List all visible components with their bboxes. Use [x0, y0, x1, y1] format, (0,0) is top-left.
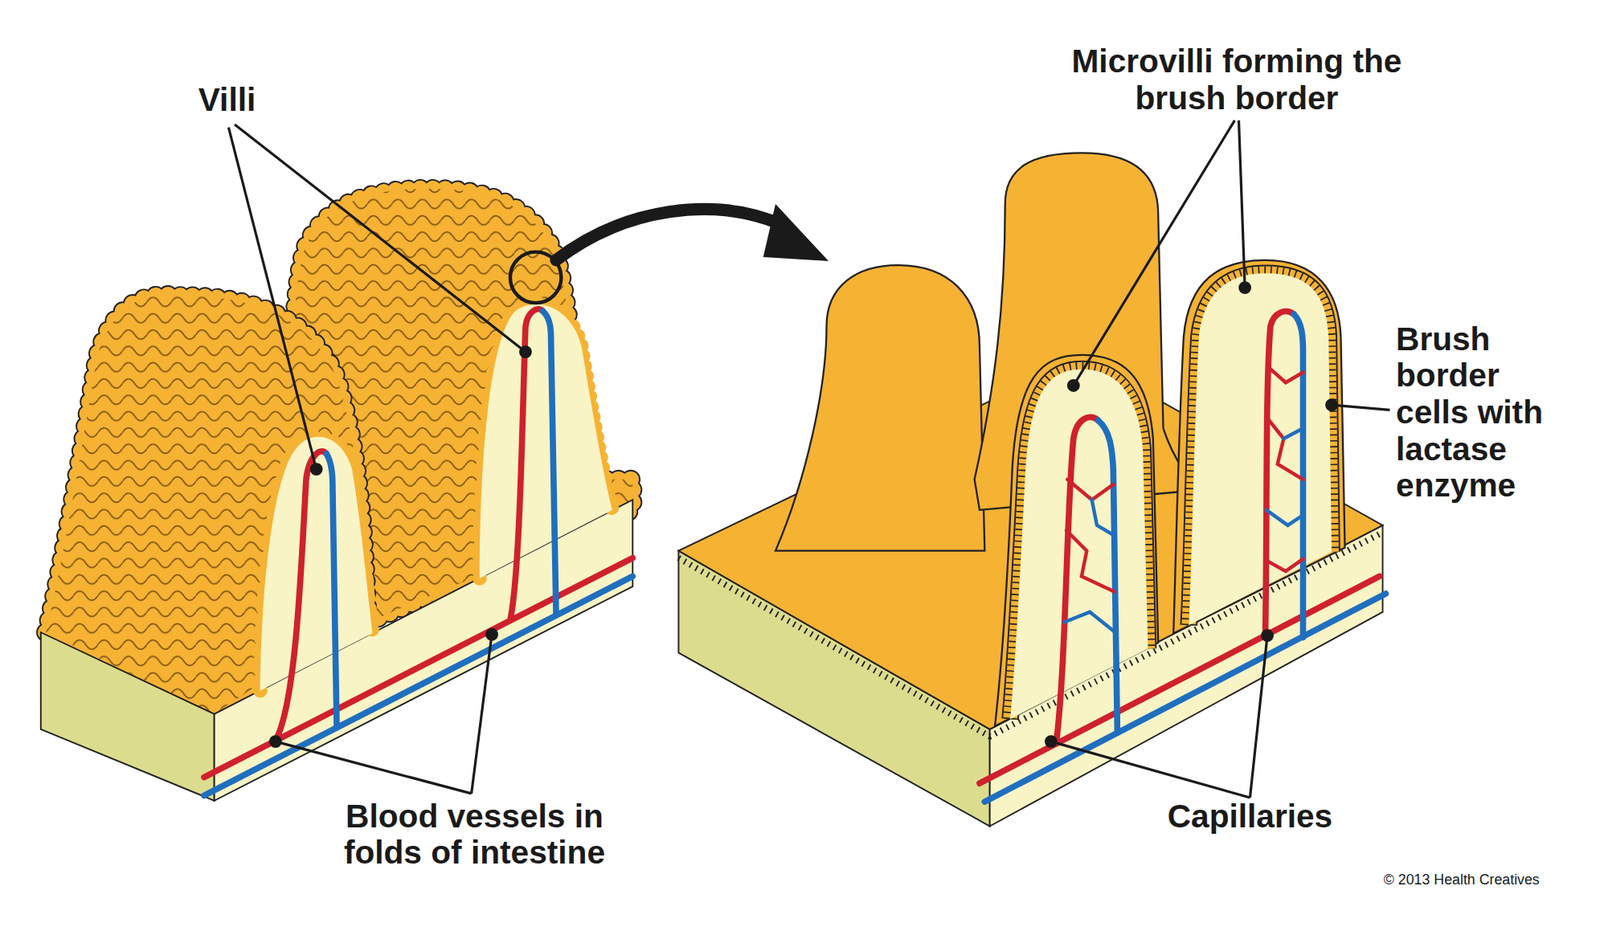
artery-loop — [275, 451, 327, 741]
leader-line — [1249, 635, 1268, 798]
capillary-branch — [1268, 367, 1303, 383]
leader-dot — [310, 464, 322, 475]
leader-dot — [520, 347, 532, 358]
villus-cut-face — [1188, 273, 1332, 626]
vessel-loop — [275, 450, 337, 741]
vein-loop — [543, 310, 557, 615]
leader-line — [1239, 120, 1246, 288]
leader-line — [471, 634, 492, 794]
leader-line — [234, 124, 526, 352]
vein-loop — [1097, 420, 1118, 733]
leader-dot — [1068, 380, 1079, 392]
capillary-branch — [1063, 612, 1115, 633]
artery-loop — [1265, 311, 1295, 636]
capillary-branch — [1092, 499, 1115, 536]
leader-line — [275, 741, 472, 794]
leader-line — [1331, 405, 1390, 410]
vein-loop — [326, 454, 337, 728]
villus-cut-face — [479, 304, 613, 579]
leader-line — [1073, 120, 1236, 386]
artery — [204, 558, 633, 778]
capillary-branch — [1267, 559, 1303, 572]
artery — [979, 576, 1380, 784]
zoom-arrowhead — [763, 204, 829, 262]
leader-dot — [1239, 282, 1251, 294]
leader-dot — [1046, 736, 1057, 748]
villus — [775, 265, 985, 552]
part-label: Villi — [163, 81, 291, 119]
leader-dot — [1262, 630, 1273, 642]
capillary-branch — [1067, 479, 1114, 500]
capillary-branch — [1266, 510, 1304, 526]
villus — [1173, 260, 1345, 635]
copyright-note: © 2013 Health Creatives — [1383, 870, 1588, 889]
leader-dot — [270, 736, 281, 748]
villus — [994, 355, 1159, 727]
part-label: Brush border cells with lactase enzyme — [1395, 320, 1578, 505]
part-label: Microvilli forming the brush border — [1063, 42, 1411, 116]
brush-border-band — [1188, 273, 1332, 626]
part-label: Capillaries — [1127, 797, 1373, 835]
villus-cut-edge — [479, 304, 613, 579]
capillary-branch — [1267, 418, 1303, 480]
zoom-arrow — [556, 208, 786, 260]
leader-dot — [1326, 400, 1338, 411]
microvilli-hatch — [1188, 273, 1332, 626]
capillary-branch — [1066, 530, 1115, 592]
artery-loop — [510, 309, 544, 621]
leader-dot — [486, 629, 498, 640]
vein — [984, 593, 1386, 803]
villus-cut-face — [260, 437, 373, 692]
vein — [204, 576, 633, 796]
capillary-branch — [1283, 428, 1303, 439]
brush-border-band — [1188, 273, 1332, 626]
part-label: Blood vessels in folds of intestine — [306, 797, 643, 872]
leader-line — [1051, 741, 1251, 798]
villus-cut-edge — [260, 437, 373, 692]
tissue-slab-side — [40, 632, 215, 802]
